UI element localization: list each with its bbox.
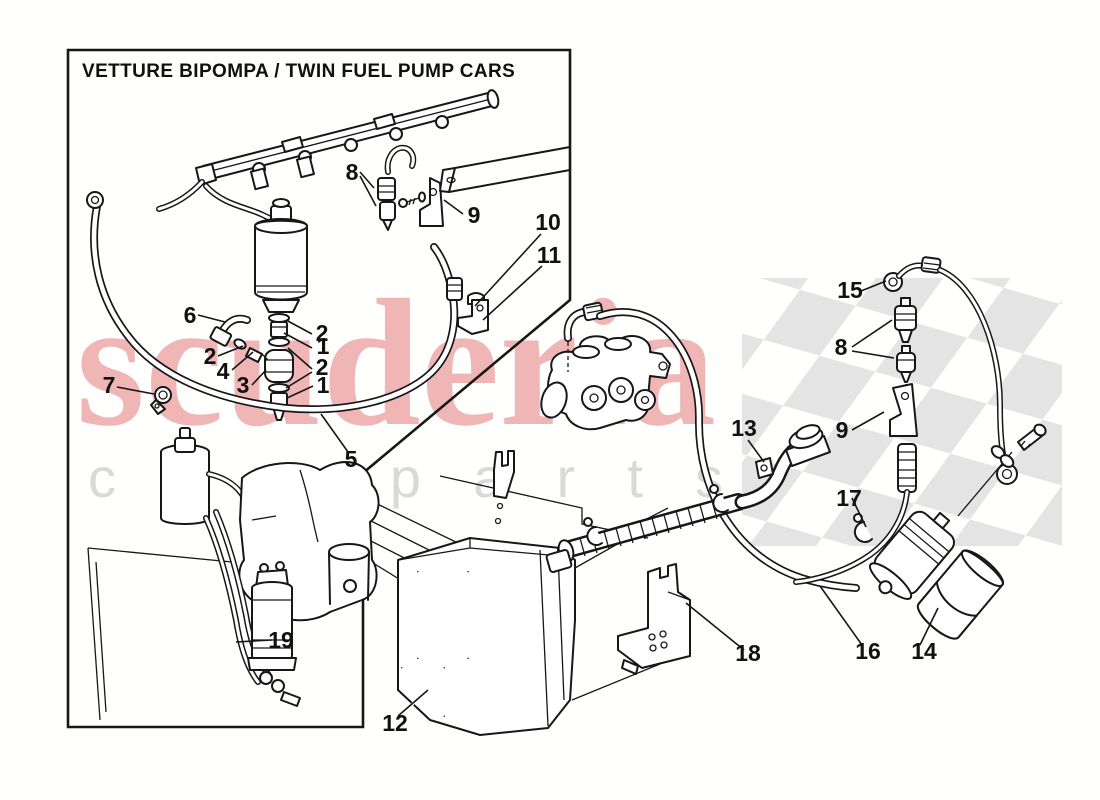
callout-9: 9 — [836, 417, 849, 443]
hose-clamp — [586, 526, 603, 546]
inset-fuel-pump-scene — [87, 427, 380, 721]
leader-line — [819, 585, 863, 646]
injector-pair-8 — [377, 144, 417, 231]
leader-line — [285, 371, 313, 389]
leader-line — [287, 347, 313, 370]
leader-line — [235, 639, 273, 643]
callout-17: 17 — [836, 485, 862, 511]
manifold-block — [540, 334, 671, 431]
elbow-fitting-6 — [209, 314, 269, 363]
fuel-pump-19 — [247, 561, 301, 707]
hose-clamp — [712, 493, 729, 513]
leader-line — [851, 411, 885, 431]
leader-line — [474, 233, 542, 307]
callout-13: 13 — [731, 415, 757, 441]
manifold-elbow — [563, 301, 604, 372]
corrugated-hose — [545, 484, 747, 573]
leader-line — [197, 314, 226, 323]
leader-line — [116, 386, 155, 395]
callout-7: 7 — [103, 372, 116, 398]
callout-8: 8 — [346, 159, 359, 185]
fork-bracket — [439, 450, 649, 539]
diagram-title: VETTURE BIPOMPA / TWIN FUEL PUMP CARS — [82, 61, 515, 82]
right-hose-assembly — [793, 256, 1018, 585]
leader-line — [286, 385, 314, 399]
callout-19: 19 — [268, 627, 294, 653]
bracket-18 — [617, 563, 691, 675]
callout-18: 18 — [735, 640, 761, 666]
leader-line — [685, 602, 745, 651]
callout-3: 3 — [237, 372, 250, 398]
sill-strip — [439, 146, 571, 193]
leader-line — [851, 319, 893, 348]
callout-8: 8 — [835, 334, 848, 360]
fuel-rail — [195, 89, 500, 191]
callout-2: 2 — [316, 354, 329, 380]
leader-line — [860, 280, 887, 292]
leader-line — [359, 175, 377, 207]
callout-2: 2 — [204, 343, 217, 369]
fitting-4 — [245, 347, 263, 363]
callout-1: 1 — [317, 372, 330, 398]
leader-line — [320, 413, 349, 453]
callout-1: 1 — [317, 333, 330, 359]
leader-line — [359, 171, 375, 189]
clamp-7 — [150, 386, 172, 415]
leader-line — [851, 350, 895, 359]
leader-line — [747, 439, 765, 463]
callout-16: 16 — [855, 638, 881, 664]
callout-15: 15 — [837, 277, 863, 303]
leader-line — [231, 351, 254, 371]
damper-part-3 — [264, 349, 294, 383]
bolt-washers — [957, 423, 1047, 517]
callout-6: 6 — [184, 302, 197, 328]
callout-14: 14 — [911, 638, 937, 664]
leader-line — [919, 607, 939, 646]
leader-line — [443, 199, 464, 215]
callout-11: 11 — [537, 242, 562, 268]
callout-2: 2 — [316, 320, 329, 346]
leader-line — [283, 332, 313, 349]
leader-line — [851, 497, 867, 528]
clamp-17 — [853, 521, 873, 543]
fuel-accumulator — [254, 198, 308, 313]
fuel-tank-12 — [397, 537, 576, 736]
leader-line — [397, 689, 429, 717]
callout-10: 10 — [535, 209, 561, 235]
filler-elbow-13 — [734, 424, 831, 510]
callout-12: 12 — [382, 710, 408, 736]
callout-5: 5 — [345, 446, 358, 472]
bracket-9 — [398, 177, 444, 227]
hose-16 — [596, 308, 860, 592]
callout-9: 9 — [468, 202, 481, 228]
filter-cover-14 — [916, 549, 1005, 640]
leader-line — [482, 265, 543, 321]
leader-lines — [116, 171, 939, 717]
leader-line — [285, 319, 313, 335]
leader-line — [251, 369, 267, 386]
callout-4: 4 — [217, 358, 230, 384]
fuel-filter — [869, 510, 955, 600]
leader-line — [217, 345, 244, 357]
line-art — [86, 89, 1047, 736]
